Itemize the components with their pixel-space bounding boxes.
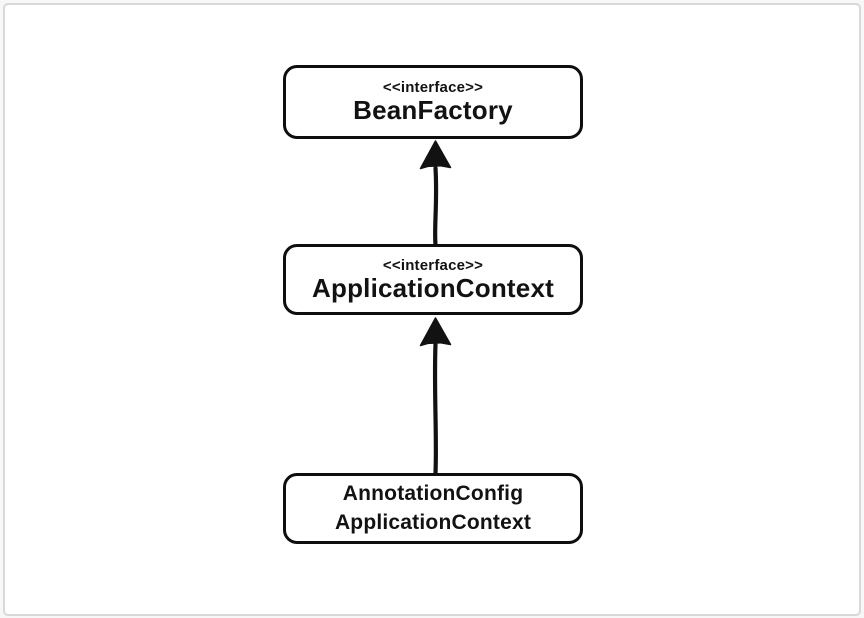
node-name-line2: ApplicationContext — [334, 510, 532, 534]
node-name-label: ApplicationContext — [312, 272, 554, 303]
node-name-label: BeanFactory — [353, 95, 513, 126]
stereotype-label: <<interface>> — [382, 256, 484, 274]
arrowhead-up-icon — [423, 320, 449, 345]
arrowhead-up-icon — [419, 140, 452, 170]
arrow-applicationcontext-to-beanfactory — [419, 140, 452, 248]
node-name-line1: AnnotationConfig — [342, 482, 524, 506]
node-applicationcontext: <<interface>> ApplicationContext — [283, 244, 583, 315]
node-annotationconfig-applicationcontext: AnnotationConfig ApplicationContext — [283, 473, 583, 544]
arrowhead-up-icon — [423, 143, 449, 168]
stereotype-label: <<interface>> — [382, 79, 484, 97]
diagram-frame: <<interface>> BeanFactory <<interface>> … — [3, 3, 861, 616]
arrowhead-up-icon — [419, 317, 452, 347]
node-beanfactory: <<interface>> BeanFactory — [283, 65, 583, 139]
arrow-annotationconfig-to-applicationcontext — [419, 317, 452, 476]
